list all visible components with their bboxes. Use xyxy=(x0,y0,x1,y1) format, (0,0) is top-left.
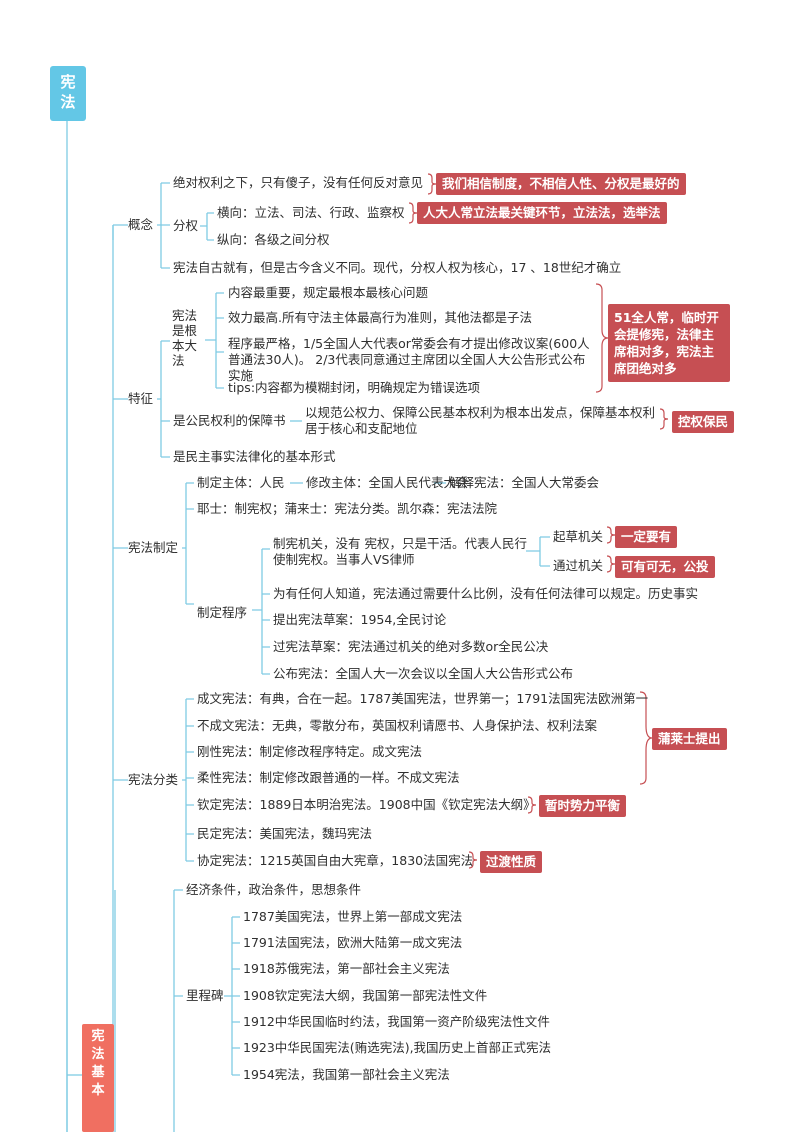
node-process-4[interactable]: 过宪法草案：宪法通过机关的绝对多数or全民公决 xyxy=(273,639,549,654)
node-making-yeshi[interactable]: 耶士：制宪权；蒲来士：宪法分类。凯尔森：宪法法院 xyxy=(197,501,498,516)
node-making-modify[interactable]: 修改主体：全国人民代表大会 xyxy=(306,475,469,490)
node-genben-3[interactable]: 程序最严格，1/5全国人大代表or常委会有才提出修改议案(600人普通法30人)… xyxy=(228,336,590,383)
note-baozhang: 控权保民 xyxy=(672,411,735,433)
node-classify-3[interactable]: 刚性宪法：制定修改程序特定。成文宪法 xyxy=(197,744,423,759)
node-fenquan[interactable]: 分权 xyxy=(173,218,199,233)
node-making-interpret[interactable]: 解释宪法：全国人大常委会 xyxy=(449,475,600,490)
node-process-5[interactable]: 公布宪法：全国人大一次会议以全国人大公告形式公布 xyxy=(273,666,574,681)
node-minzhu[interactable]: 是民主事实法律化的基本形式 xyxy=(173,449,336,464)
node-milestone[interactable]: 1954宪法，我国第一部社会主义宪法 xyxy=(243,1067,450,1082)
node-genben-1[interactable]: 内容最重要，规定最根本最核心问题 xyxy=(228,285,429,300)
node-pass-org[interactable]: 通过机关 xyxy=(553,558,604,573)
node-classify-5[interactable]: 钦定宪法：1889日本明治宪法。1908中国《钦定宪法大纲》 xyxy=(197,797,536,812)
node-milestone[interactable]: 1918苏俄宪法，第一部社会主义宪法 xyxy=(243,961,450,976)
node-making-process[interactable]: 制定程序 xyxy=(197,605,248,620)
note-draft-org: 一定要有 xyxy=(615,526,678,548)
section-node-basics[interactable]: 宪法基本 xyxy=(82,1024,114,1132)
node-genben-2[interactable]: 效力最高.所有守法主体最高行为准则，其他法都是子法 xyxy=(228,310,532,325)
section-title: 宪法基本 xyxy=(91,1029,105,1098)
node-concept-item1[interactable]: 绝对权利之下，只有傻子，没有任何反对意见 xyxy=(173,175,424,190)
node-milestone[interactable]: 1923中华民国宪法(贿选宪法),我国历史上首部正式宪法 xyxy=(243,1040,552,1055)
node-milestone[interactable]: 1787美国宪法，世界上第一部成文宪法 xyxy=(243,909,463,924)
node-feature[interactable]: 特征 xyxy=(128,391,154,406)
note-classify-7: 过渡性质 xyxy=(480,851,543,873)
root-title: 宪法 xyxy=(60,73,76,111)
node-concept[interactable]: 概念 xyxy=(128,217,154,232)
node-milestone[interactable]: 1908钦定宪法大纲，我国第一部宪法性文件 xyxy=(243,988,488,1003)
node-classify-1[interactable]: 成文宪法：有典，合在一起。1787美国宪法，世界第一；1791法国宪法欧洲第一 xyxy=(197,691,649,706)
node-making-subject[interactable]: 制定主体：人民 xyxy=(197,475,285,490)
node-process-3[interactable]: 提出宪法草案：1954,全民讨论 xyxy=(273,612,447,627)
node-process-organ[interactable]: 制宪机关，没有 宪权，只是干活。代表人民行使制宪权。当事人VS律师 xyxy=(273,536,527,567)
note-classify-5: 暂时势力平衡 xyxy=(539,795,627,817)
node-classify-4[interactable]: 柔性宪法：制定修改跟普通的一样。不成文宪法 xyxy=(197,770,460,785)
node-milestone[interactable]: 1912中华民国临时约法，我国第一资产阶级宪法性文件 xyxy=(243,1014,550,1029)
root-node-constitution[interactable]: 宪法 xyxy=(50,66,86,121)
node-baozhang[interactable]: 是公民权利的保障书 xyxy=(173,413,286,428)
node-classify-7[interactable]: 协定宪法：1215英国自由大宪章，1830法国宪法 xyxy=(197,853,474,868)
node-making[interactable]: 宪法制定 xyxy=(128,540,179,555)
node-process-2[interactable]: 为有任何人知道，宪法通过需要什么比例，没有任何法律可以规定。历史事实 xyxy=(273,586,699,601)
node-genben[interactable]: 宪法是根本大法 xyxy=(172,308,198,368)
note-hengxiang: 人大人常立法最关键环节，立法法，选举法 xyxy=(417,202,667,224)
node-milestones[interactable]: 里程碑 xyxy=(186,988,224,1003)
note-concept-item1: 我们相信制度，不相信人性、分权是最好的 xyxy=(436,173,686,195)
node-classify-2[interactable]: 不成文宪法：无典，零散分布，英国权利请愿书、人身保护法、权利法案 xyxy=(197,718,598,733)
node-draft-org[interactable]: 起草机关 xyxy=(553,529,604,544)
note-genben: 51全人常，临时开会提修宪，法律主席相对多，宪法主席团绝对多 xyxy=(608,304,730,382)
node-hengxiang[interactable]: 横向：立法、司法、行政、监察权 xyxy=(217,205,405,220)
node-classify-6[interactable]: 民定宪法：美国宪法，魏玛宪法 xyxy=(197,826,373,841)
node-zongxiang[interactable]: 纵向：各级之间分权 xyxy=(217,232,330,247)
note-pass-org: 可有可无，公投 xyxy=(615,556,715,578)
node-baozhang-desc[interactable]: 以规范公权力、保障公民基本权利为根本出发点，保障基本权利居于核心和支配地位 xyxy=(305,405,656,436)
note-classify: 蒲莱士提出 xyxy=(652,728,727,750)
node-conditions[interactable]: 经济条件，政治条件，思想条件 xyxy=(186,882,362,897)
node-genben-4[interactable]: tips:内容都为模糊封闭，明确规定为错误选项 xyxy=(228,380,481,395)
node-milestone[interactable]: 1791法国宪法，欧洲大陆第一成文宪法 xyxy=(243,935,463,950)
node-classify[interactable]: 宪法分类 xyxy=(128,772,179,787)
node-concept-item3[interactable]: 宪法自古就有，但是古今含义不同。现代，分权人权为核心，17 、18世纪才确立 xyxy=(173,260,622,275)
